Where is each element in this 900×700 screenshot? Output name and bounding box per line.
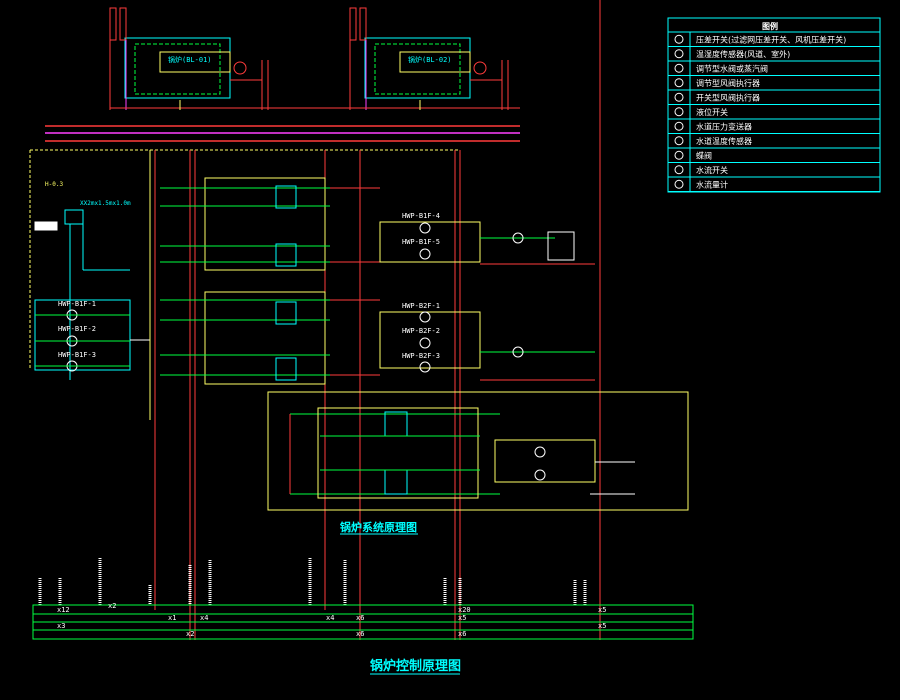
pump-group-mid-right: HWP-B2F-1 HWP-B2F-2 HWP-B2F-3 [379,302,595,381]
legend-item-text: 水流量计 [696,179,728,189]
bus-tag: x5 [458,614,466,622]
boiler-unit-1: 锅炉(BL-01) [109,7,262,110]
legend-item-text: 调节型水阀或蒸汽阀 [696,63,768,73]
pump-label: HWP-B1F-2 [58,325,96,333]
heat-exchanger-icon [275,357,297,381]
header-buses [30,0,601,640]
tank-label: XX2mx1.5mx1.0m [80,200,131,207]
pump-icon [512,346,524,358]
legend-box: 图例 压差开关(过滤网压差开关、风机压差开关) 温湿度传感器(风道、室外) 调节型水… [667,17,881,193]
legend-item-text: 调节型风阀执行器 [696,78,760,88]
boiler-subsystem-box [267,391,689,511]
bus-tag: x12 [57,606,70,614]
pump-group-upper-right: HWP-B1F-4 HWP-B1F-5 [379,212,595,265]
boiler-unit-2: 锅炉(BL-02) [349,7,502,110]
boiler-label-1: 锅炉(BL-01) [168,55,212,64]
pump-icon [534,446,546,458]
heat-exchanger-icon [275,301,297,325]
heat-exchanger-group-2 [160,291,380,385]
bus-tag: x4 [326,614,334,622]
heat-exchanger-icon [384,469,408,495]
pump-icon [534,469,546,481]
bus-tag: x4 [200,614,208,622]
legend-title: 图例 [762,21,778,31]
pressure-transmitter-icon [674,121,684,131]
legend-item-text: 温湿度传感器(风道、室外) [696,49,790,59]
heat-exchanger-icon [384,411,408,437]
heat-exchanger-group-1 [160,177,380,271]
pump-icon [419,337,431,349]
legend-item-text: 压差开关(过滤网压差开关、风机压差开关) [696,34,846,44]
pump-icon [419,248,431,260]
bus-tag: x2 [108,602,116,610]
switch-air-valve-icon [674,92,684,102]
pump-icon [419,311,431,323]
bus-tag: x2 [186,630,194,638]
pump-icon [419,222,431,234]
temp-transmitter-icon [674,136,684,146]
pump-icon [419,361,431,373]
control-label-columns [38,558,587,605]
control-bus-bars: x12 x2 x20 x5 x1 x4 x4 x6 x5 x3 x5 x2 x6… [32,602,694,640]
flow-switch-icon [674,165,684,175]
reg-air-valve-icon [674,78,684,88]
bus-tag: x5 [598,622,606,630]
pump-label: HWP-B1F-3 [58,351,96,359]
bus-tag: x20 [458,606,471,614]
pump-label: HWP-B2F-1 [402,302,440,310]
pump-label: HWP-B1F-4 [402,212,440,220]
boiler-control-title: 锅炉控制原理图 [370,658,461,674]
heat-exchanger-icon [275,243,297,267]
pump-label: HWP-B2F-3 [402,352,440,360]
bus-tag: x5 [598,606,606,614]
legend-item-text: 蝶阀 [696,150,712,160]
bus-tag: x1 [168,614,176,622]
temp-sensor-icon [674,49,684,59]
legend-item-text: 液位开关 [696,107,728,117]
bus-tag: x6 [458,630,466,638]
boiler-label-2: 锅炉(BL-02) [408,55,452,64]
boiler-system-title: 锅炉系统原理图 [340,520,417,534]
central-risers [149,150,461,640]
hex-tag: H-0.3 [45,181,63,188]
heat-exchanger-icon [275,185,297,209]
pump-icon [512,232,524,244]
pump-group-left: HWP-B1F-1 HWP-B1F-2 HWP-B1F-3 [34,299,150,372]
expansion-tank: H-0.3 XX2mx1.5mx1.0m [29,150,131,380]
pressure-switch-icon [674,34,684,44]
flow-meter-icon [674,179,684,189]
diagram-titles: 锅炉系统原理图 锅炉控制原理图 [340,520,461,675]
level-switch-icon [674,107,684,117]
bus-tag: x6 [356,630,364,638]
reg-water-valve-icon [674,63,684,73]
bus-tag: x6 [356,614,364,622]
legend-item-text: 水道压力变送器 [696,121,752,131]
legend-item-text: 水流开关 [696,165,728,175]
boiler-feed-lines [110,60,520,110]
pump-label: HWP-B1F-5 [402,238,440,246]
butterfly-valve-icon [674,150,684,160]
legend-item-text: 开关型风阀执行器 [696,92,760,102]
legend-item-text: 水道温度传感器 [696,136,752,146]
pump-label: HWP-B2F-2 [402,327,440,335]
pump-label: HWP-B1F-1 [58,300,96,308]
bus-tag: x3 [57,622,65,630]
